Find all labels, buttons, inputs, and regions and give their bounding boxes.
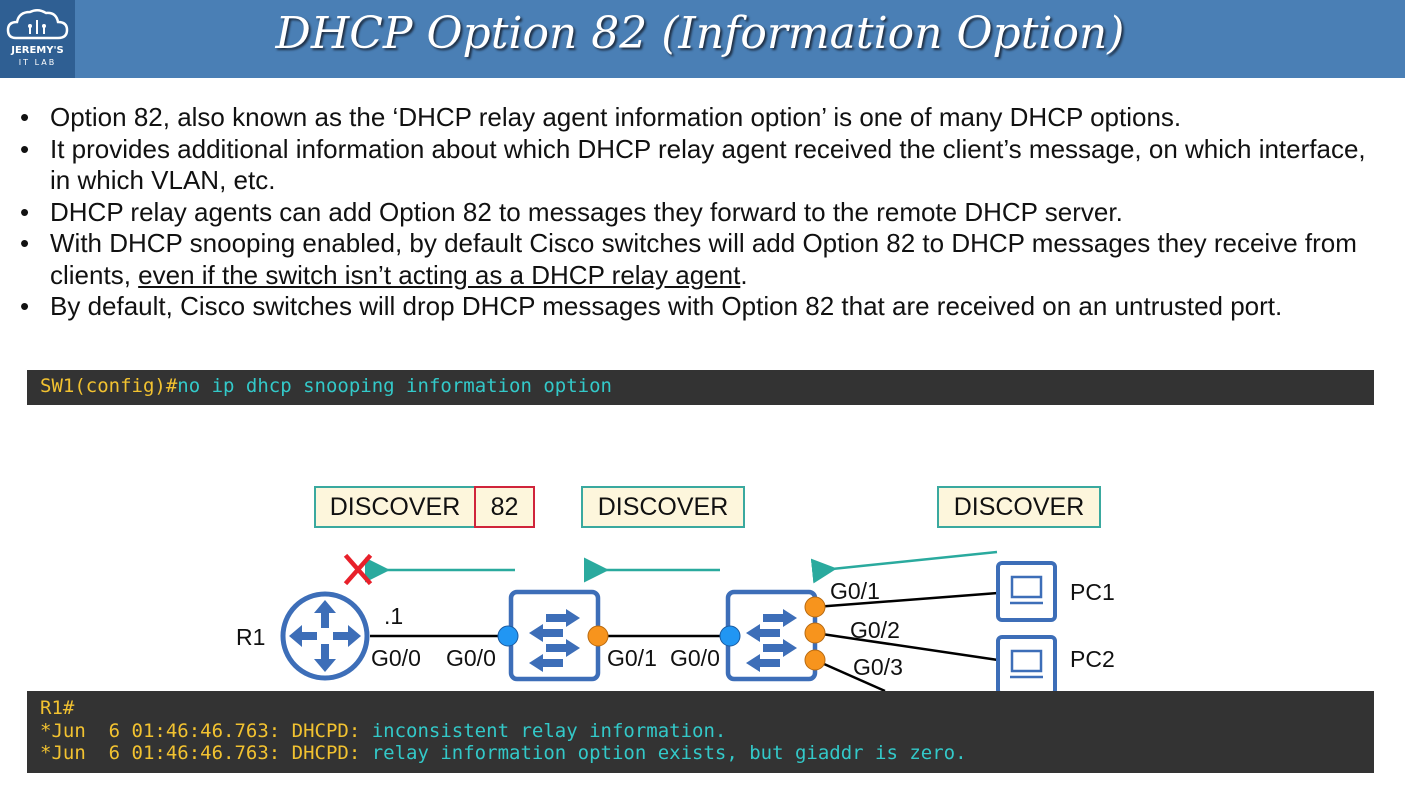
sw2-g01-label: G0/1 bbox=[607, 645, 657, 671]
r1-log-output: R1# *Jun 6 01:46:46.763: DHCPD: inconsis… bbox=[27, 691, 1374, 773]
port-sw2-g01 bbox=[587, 625, 609, 647]
log-line-1: *Jun 6 01:46:46.763: DHCPD: inconsistent… bbox=[40, 720, 1374, 743]
log-line-1-prefix: *Jun 6 01:46:46.763: DHCPD: bbox=[40, 719, 372, 742]
link-sw1-g03 bbox=[814, 658, 886, 693]
cloud-circuit-icon bbox=[6, 9, 69, 40]
bullet-4-underlined: even if the switch isn’t acting as a DHC… bbox=[138, 259, 741, 290]
bullet-4-text: With DHCP snooping enabled, by default C… bbox=[50, 228, 1357, 290]
pc2-label: PC2 bbox=[1070, 646, 1115, 672]
discover-message-to-sw2: DISCOVER bbox=[581, 486, 745, 528]
switch-sw2-icon bbox=[508, 589, 601, 682]
log-line-2-message: relay information option exists, but gia… bbox=[371, 742, 967, 764]
sw1-g00-label: G0/0 bbox=[670, 645, 720, 671]
sw1-g03-label: G0/3 bbox=[853, 654, 903, 680]
logo-line2: IT LAB bbox=[18, 58, 57, 67]
pc2-icon bbox=[996, 635, 1057, 696]
switch-sw1-icon bbox=[725, 589, 818, 682]
r1-port-label: G0/0 bbox=[371, 645, 421, 671]
jeremys-it-lab-logo: JEREMY'S IT LAB bbox=[0, 0, 75, 78]
port-sw1-g03 bbox=[804, 649, 826, 671]
port-sw1-g02 bbox=[804, 622, 826, 644]
link-sw1-pc2 bbox=[814, 631, 999, 662]
r1-label: R1 bbox=[236, 624, 266, 650]
r1-ip-label: .1 bbox=[384, 603, 404, 629]
link-sw1-pc1 bbox=[814, 591, 999, 609]
slide-title: DHCP Option 82 (Information Option) bbox=[275, 8, 1125, 59]
option-82-tag: 82 bbox=[474, 486, 535, 528]
sw1-g01-label: G0/1 bbox=[830, 578, 880, 604]
bullet-2: It provides additional information about… bbox=[16, 134, 1386, 197]
cli-prompt: SW1(config)# bbox=[40, 375, 178, 397]
log-line-2-prefix: *Jun 6 01:46:46.763: DHCPD: bbox=[40, 742, 372, 764]
port-sw1-g01 bbox=[804, 596, 826, 618]
router-r1-icon bbox=[280, 591, 370, 681]
cli-command: no ip dhcp snooping information option bbox=[177, 375, 612, 397]
bullet-4: With DHCP snooping enabled, by default C… bbox=[16, 228, 1386, 291]
pc1-icon bbox=[996, 561, 1057, 622]
discover-message-from-pc1: DISCOVER bbox=[937, 486, 1101, 528]
pc1-label: PC1 bbox=[1070, 579, 1115, 605]
bullet-3: DHCP relay agents can add Option 82 to m… bbox=[16, 197, 1386, 229]
config-command: SW1(config)#no ip dhcp snooping informat… bbox=[27, 370, 1374, 405]
log-line-2: *Jun 6 01:46:46.763: DHCPD: relay inform… bbox=[40, 742, 1374, 765]
log-line-prompt: R1# bbox=[40, 697, 75, 719]
arrow-pc1-to-sw1 bbox=[810, 550, 998, 584]
bullet-4-end: . bbox=[740, 259, 748, 290]
port-sw2-g00 bbox=[497, 625, 519, 647]
drop-x-icon bbox=[343, 553, 373, 586]
bullet-list: Option 82, also known as the ‘DHCP relay… bbox=[16, 102, 1386, 323]
bullet-5: By default, Cisco switches will drop DHC… bbox=[16, 291, 1386, 323]
logo-line1: JEREMY'S bbox=[11, 45, 64, 56]
bullet-1: Option 82, also known as the ‘DHCP relay… bbox=[16, 102, 1386, 134]
log-line-1-message: inconsistent relay information. bbox=[371, 719, 727, 742]
port-sw1-g00 bbox=[719, 625, 741, 647]
sw1-g02-label: G0/2 bbox=[850, 617, 900, 643]
title-bar: JEREMY'S IT LAB DHCP Option 82 (Informat… bbox=[0, 0, 1405, 78]
sw2-g00-label: G0/0 bbox=[446, 645, 496, 671]
discover-message-to-r1: DISCOVER bbox=[314, 486, 476, 528]
